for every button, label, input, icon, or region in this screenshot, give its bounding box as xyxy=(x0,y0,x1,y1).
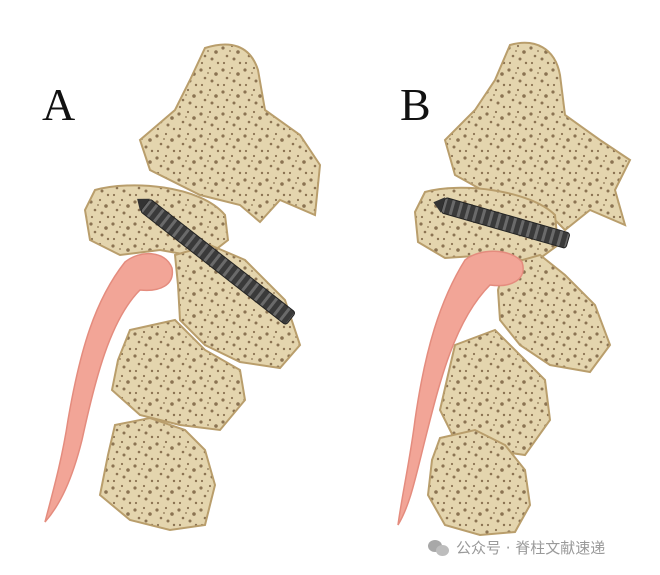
panel-label-a: A xyxy=(42,79,76,130)
c3-vertebra xyxy=(438,328,552,457)
spinal-cord xyxy=(397,250,524,526)
spinal-cord xyxy=(44,253,174,523)
panel-a xyxy=(44,43,322,532)
occiput xyxy=(138,43,322,224)
watermark: 公众号 · 脊柱文献速递 xyxy=(428,537,605,558)
c2-axis xyxy=(173,243,302,370)
c4-vertebra xyxy=(426,428,532,537)
c4-vertebra xyxy=(98,416,217,532)
occiput xyxy=(443,41,632,232)
screw xyxy=(137,198,295,325)
c2-axis xyxy=(496,253,612,374)
panel-b xyxy=(397,41,632,537)
wechat-icon xyxy=(428,539,450,556)
watermark-text: 公众号 · 脊柱文献速递 xyxy=(456,539,606,557)
c3-vertebra xyxy=(110,318,247,432)
screw xyxy=(433,197,570,249)
panel-label-b: B xyxy=(400,79,431,130)
